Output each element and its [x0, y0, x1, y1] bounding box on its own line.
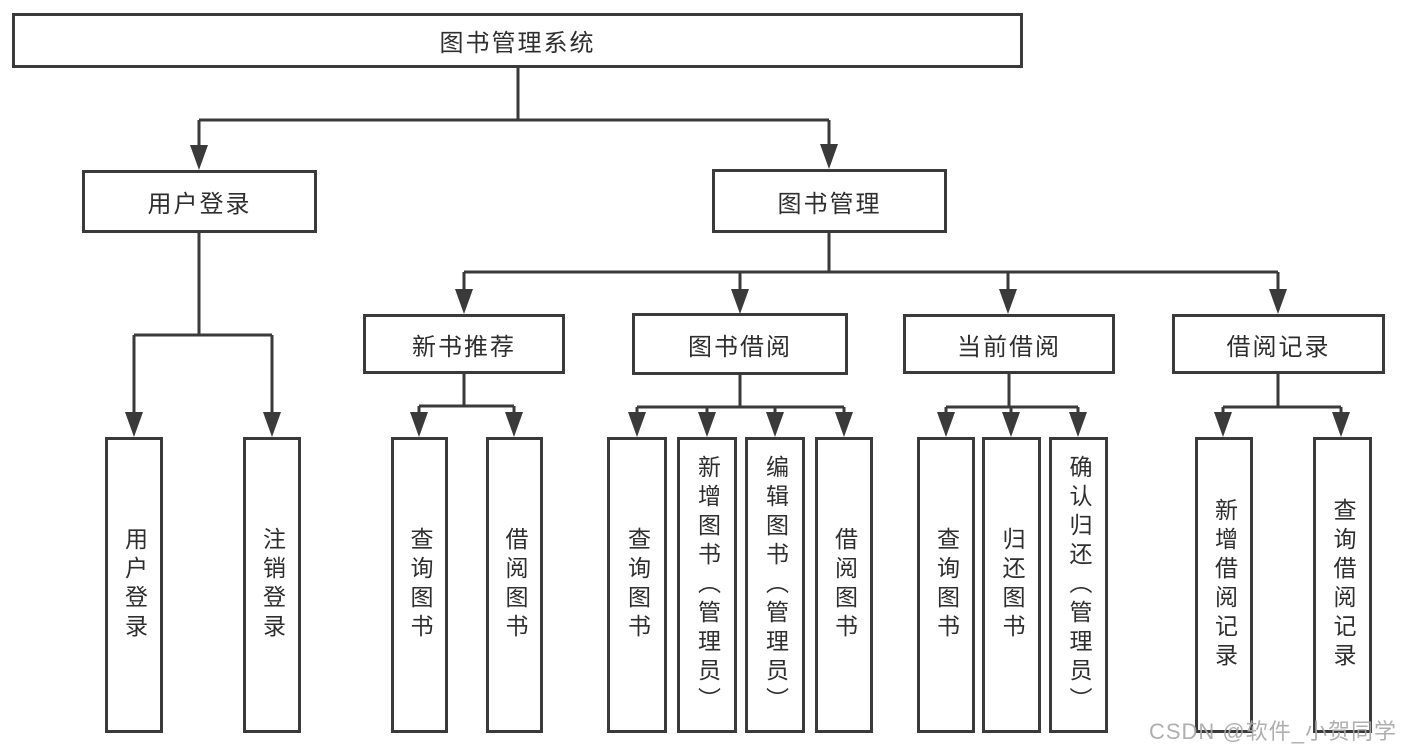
leaf-confirm-return-admin: 确认归还（管理员） — [1049, 437, 1108, 733]
node-book-management: 图书管理 — [712, 169, 947, 233]
arrowheads — [125, 144, 1350, 437]
leaf-return-books: 归还图书 — [982, 437, 1041, 733]
leaf-query-books-recommend: 查询图书 — [391, 437, 448, 733]
node-book-borrowing: 图书借阅 — [632, 313, 848, 375]
leaf-add-book-admin: 新增图书（管理员） — [677, 437, 737, 733]
node-user-login: 用户登录 — [82, 170, 317, 233]
node-new-book-recommend: 新书推荐 — [363, 314, 565, 374]
leaf-query-borrow-record: 查询借阅记录 — [1313, 437, 1372, 733]
csdn-watermark: CSDN @软件_小贺同学 — [1148, 719, 1397, 744]
node-current-borrowing: 当前借阅 — [903, 314, 1115, 374]
leaf-add-borrow-record: 新增借阅记录 — [1195, 437, 1253, 733]
leaf-borrow-books-recommend: 借阅图书 — [486, 437, 543, 733]
node-library-management-system: 图书管理系统 — [12, 13, 1023, 68]
node-borrowing-records: 借阅记录 — [1172, 314, 1385, 374]
leaf-query-books-borrowing: 查询图书 — [607, 437, 667, 733]
leaf-user-login: 用户登录 — [105, 437, 163, 733]
leaf-edit-book-admin: 编辑图书（管理员） — [745, 437, 805, 733]
leaf-logout: 注销登录 — [243, 437, 301, 733]
leaf-borrow-books-borrowing: 借阅图书 — [815, 437, 873, 733]
leaf-query-books-current: 查询图书 — [917, 437, 975, 733]
